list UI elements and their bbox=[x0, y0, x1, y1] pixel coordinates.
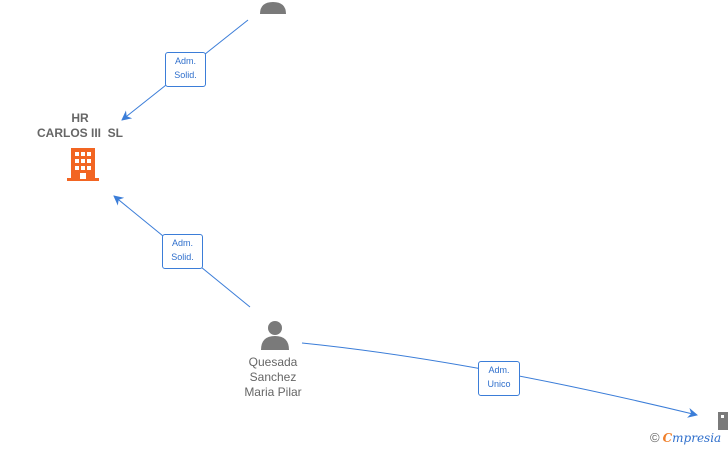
edge-label-role: Adm. bbox=[171, 238, 193, 248]
person-name-line-3: Maria Pilar bbox=[244, 385, 302, 399]
copyright-symbol: © bbox=[650, 430, 660, 445]
edge-label-type: Solid. bbox=[174, 70, 197, 80]
brand-logo: Cmpresia bbox=[663, 431, 722, 445]
edge-label-type: Unico bbox=[487, 379, 511, 389]
edge-label-role: Adm. bbox=[174, 56, 196, 66]
brand-watermark: ©Cmpresia bbox=[650, 430, 721, 445]
building-icon[interactable] bbox=[716, 410, 728, 430]
company-name-line-1: HR bbox=[71, 111, 89, 125]
building-icon[interactable] bbox=[66, 146, 100, 182]
company-name[interactable]: HR CARLOS III SL bbox=[20, 111, 140, 141]
edge-label-type: Solid. bbox=[171, 252, 194, 262]
edge-label-adm-solid: Adm. Solid. bbox=[165, 52, 206, 87]
edge-label-role: Adm. bbox=[488, 365, 510, 375]
edge-label-adm-solid: Adm. Solid. bbox=[162, 234, 203, 269]
person-name-line-1: Quesada bbox=[248, 355, 298, 369]
company-name-line-2: CARLOS III SL bbox=[36, 126, 123, 140]
brand-name: mpresia bbox=[672, 431, 722, 445]
person-icon[interactable] bbox=[260, 320, 290, 350]
person-name-line-2: Sanchez bbox=[249, 370, 297, 384]
person-icon[interactable] bbox=[258, 0, 288, 14]
edge-label-adm-unico: Adm. Unico bbox=[478, 361, 520, 396]
person-name[interactable]: Quesada Sanchez Maria Pilar bbox=[213, 355, 333, 400]
brand-initial: C bbox=[662, 431, 673, 445]
